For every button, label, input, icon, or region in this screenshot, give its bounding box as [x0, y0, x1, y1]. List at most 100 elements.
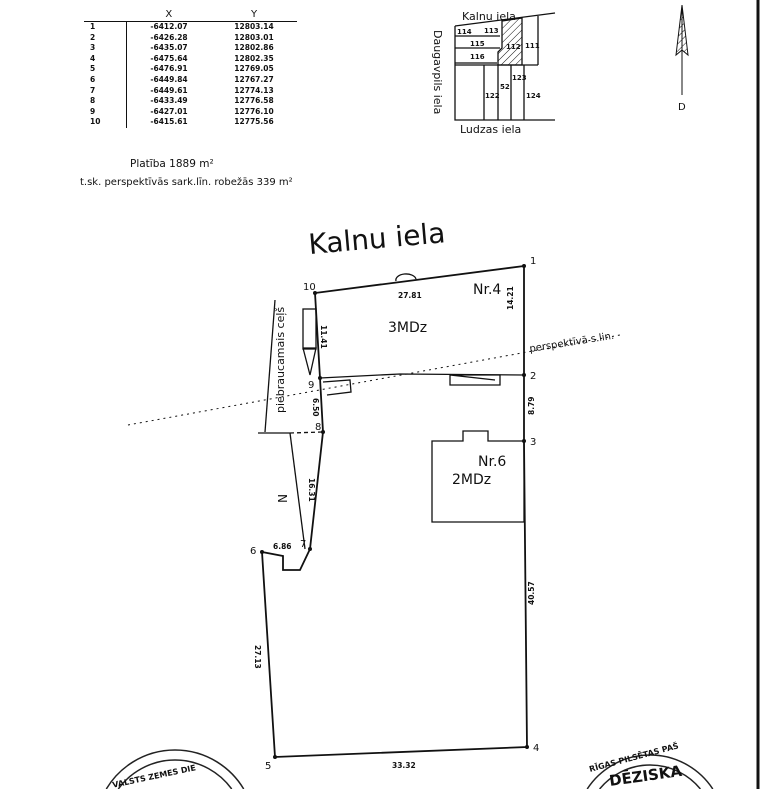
cell-x: -6426.28: [150, 32, 188, 42]
cell-y: 12803.01: [234, 32, 274, 42]
survey-point-marker: [522, 373, 526, 377]
cell-x: -6475.64: [150, 53, 188, 63]
building-number: Nr.6: [478, 454, 506, 470]
distance-label: 40.57: [527, 581, 536, 605]
cell-y: 12776.10: [234, 106, 274, 116]
survey-point-marker: [313, 291, 317, 295]
inset-parcel: 111: [525, 42, 540, 50]
survey-point-label: 7: [300, 539, 306, 550]
stamp-left: [105, 749, 245, 789]
driveway: [258, 299, 324, 550]
cell-n: 10: [84, 117, 127, 128]
distance-label: 33.32: [392, 761, 416, 770]
distance-label: 8.79: [527, 396, 536, 415]
table-row: 10 -6415.61 12775.56: [84, 117, 297, 128]
distance-label: 14.21: [506, 286, 515, 310]
cell-x: -6449.61: [150, 85, 188, 95]
cell-y: 12776.58: [234, 96, 274, 106]
inset-street-bottom: Ludzas iela: [460, 123, 521, 136]
distance-label: 16.31: [307, 478, 316, 502]
building-nr6: [431, 430, 525, 523]
north-arrow-icon: [675, 4, 689, 95]
parcel-boundary: [261, 264, 528, 758]
cell-x: -6412.07: [150, 22, 188, 31]
cell-n: 3: [84, 43, 127, 54]
cell-x: -6427.01: [150, 106, 188, 116]
cell-y: 12767.27: [234, 74, 274, 84]
inset-parcel: 123: [512, 74, 527, 82]
area-label: Platība 1889 m²: [130, 158, 214, 170]
building-type: 2MDz: [452, 472, 491, 488]
distance-label: 11.41: [319, 325, 328, 349]
cell-x: -6476.91: [150, 64, 188, 74]
survey-point-label: 9: [308, 380, 314, 391]
table-row: 1 -6412.07 12803.14: [84, 21, 297, 33]
building-type: 3MDz: [388, 320, 427, 336]
distance-label: 27.81: [398, 291, 422, 300]
table-row: 8 -6433.49 12776.58: [84, 96, 297, 107]
cell-n: 2: [84, 32, 127, 44]
table-row: 6 -6449.84 12767.27: [84, 74, 297, 86]
cell-x: -6449.84: [150, 74, 188, 84]
survey-point-marker: [321, 430, 325, 434]
survey-point-label: 10: [303, 282, 316, 293]
cell-x: -6433.49: [150, 96, 188, 106]
table-row: 5 -6476.91 12769.05: [84, 64, 297, 75]
zone-label: N: [275, 494, 289, 503]
survey-point-label: 5: [265, 761, 271, 772]
cell-y: 12802.35: [234, 53, 274, 63]
cell-n: 9: [84, 106, 127, 118]
table-row: 9 -6427.01 12776.10: [84, 106, 297, 118]
survey-point-marker: [522, 264, 526, 268]
survey-point-label: 2: [530, 371, 536, 382]
table-row: 2 -6426.28 12803.01: [84, 32, 297, 44]
north-arrow-label: D: [678, 102, 686, 113]
distance-label: 27.13: [253, 645, 262, 669]
col-header: [84, 9, 127, 22]
coordinate-table: X Y 1 -6412.07 12803.14 2 -6426.28 12803.01 3 -…: [84, 9, 297, 128]
cell-y: 12803.14: [234, 22, 274, 31]
inset-parcel: 52: [500, 83, 510, 91]
col-header-x: X: [126, 9, 211, 22]
table-row: 3 -6435.07 12802.86: [84, 43, 297, 54]
survey-point-label: 8: [315, 422, 321, 433]
cell-y: 12775.56: [234, 117, 274, 127]
street-name: Kalnu iela: [307, 216, 447, 261]
inset-street-top: Kalnu iela: [462, 10, 516, 23]
area-sub-label: t.sk. perspektīvās sark.līn. robežās 339…: [80, 177, 293, 188]
cell-n: 1: [84, 21, 127, 33]
inset-map: [454, 12, 556, 121]
building-nr4: [302, 273, 525, 396]
survey-point-marker: [260, 550, 264, 554]
inset-parcel: 116: [470, 53, 485, 61]
col-header-y: Y: [211, 9, 297, 22]
inset-parcel: 122: [485, 92, 500, 100]
inset-parcel: 114: [457, 28, 472, 36]
cell-x: -6415.61: [150, 117, 188, 127]
survey-point-marker: [525, 745, 529, 749]
survey-point-label: 3: [530, 437, 536, 448]
cell-n: 6: [84, 74, 127, 86]
inset-parcel: 124: [526, 92, 541, 100]
stamp-right: [586, 754, 714, 789]
table-row: 4 -6475.64 12802.35: [84, 53, 297, 65]
survey-point-label: 6: [250, 546, 256, 557]
cell-y: 12769.05: [234, 64, 274, 74]
inset-parcel: 115: [470, 40, 485, 48]
cell-n: 8: [84, 96, 127, 107]
survey-point-label: 1: [530, 256, 536, 267]
survey-point-label: 4: [533, 743, 539, 754]
cell-x: -6435.07: [150, 43, 188, 53]
cell-n: 5: [84, 64, 127, 75]
cell-n: 4: [84, 53, 127, 65]
cell-y: 12774.13: [234, 85, 274, 95]
survey-point-marker: [273, 755, 277, 759]
distance-label: 6.50: [311, 398, 320, 417]
inset-parcel: 112: [506, 43, 521, 51]
cell-y: 12802.86: [234, 43, 274, 53]
driveway-label: piebraucamais ceļš: [274, 307, 287, 413]
survey-point-marker: [308, 547, 312, 551]
red-line-label: perspektīvā s.lin.: [529, 331, 615, 355]
